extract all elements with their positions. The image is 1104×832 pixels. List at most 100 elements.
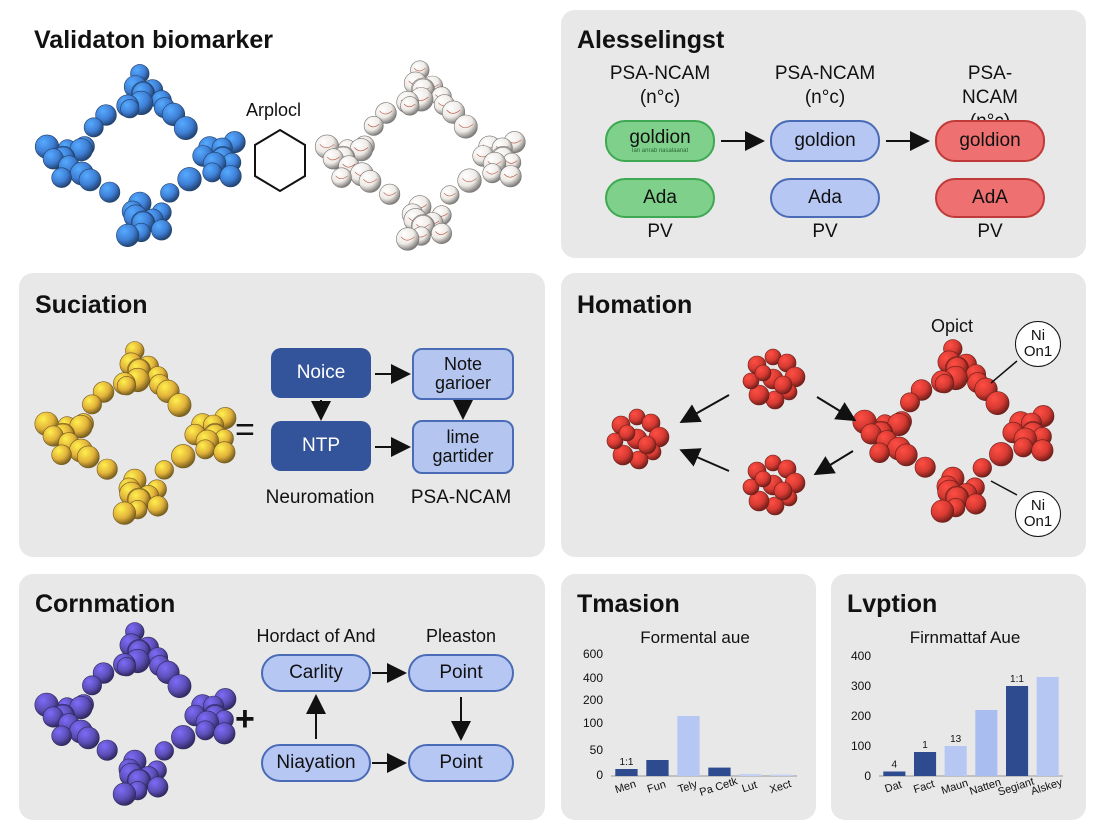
data-label: 1:1 — [620, 757, 634, 768]
bar — [708, 767, 731, 776]
node-point-bottom: Point — [408, 744, 514, 782]
y-tick-label: 100 — [583, 716, 603, 730]
x-tick-label: Dat — [883, 779, 903, 796]
x-tick-label: Alskey — [1030, 776, 1065, 798]
reaction-arrows — [679, 360, 1018, 496]
top-pill: goldion — [770, 120, 880, 162]
node-noice: Noice — [271, 348, 371, 398]
node-point-top: Point — [408, 654, 514, 692]
bar — [739, 774, 762, 776]
y-tick-label: 0 — [596, 768, 603, 782]
column-footer: PV — [647, 221, 673, 242]
purple-molecule-icon — [34, 622, 237, 806]
node-ntp: NTP — [271, 421, 371, 471]
bar — [770, 774, 793, 776]
bar — [677, 716, 700, 776]
y-tick-label: 200 — [851, 709, 871, 723]
opict-label: Opict — [931, 316, 974, 336]
callout-bottom: Ni On1 — [1015, 491, 1061, 537]
red-molecule-small-top-icon — [742, 348, 806, 410]
white-molecule-icon — [314, 60, 526, 251]
x-tick-label: Fact — [912, 778, 936, 796]
column-footer: PV — [812, 221, 838, 242]
panel-title: Homation — [577, 291, 693, 319]
bar — [944, 746, 967, 776]
callout-top: Ni On1 — [1015, 321, 1061, 367]
x-tick-label: Men — [614, 778, 638, 796]
bar-chart-lvption: 40030020010004Dat1Fact13MaunNatten1:1Seg… — [851, 649, 1065, 799]
data-label: 13 — [950, 734, 962, 745]
label-neuromation: Neuromation — [265, 487, 375, 508]
flow-arrows — [311, 364, 473, 457]
bottom-pill: Ada — [770, 178, 880, 218]
node-niayation: Niayation — [261, 744, 371, 782]
top-pill-subtext: Ian anrab nasalaanat — [631, 148, 689, 155]
bar — [1006, 686, 1029, 776]
column-header: PSA-NCAM (n°c) — [774, 63, 876, 108]
blue-molecule-icon — [34, 64, 246, 247]
y-tick-label: 50 — [590, 743, 604, 757]
panel-validation: Validaton biomarker Arplocl — [18, 18, 548, 258]
panel-homation: Homation Opict Ni On1 Ni On1 — [561, 273, 1086, 557]
top-pill-label: goldion — [959, 130, 1021, 152]
node-carlity: Carlity — [261, 654, 371, 692]
y-tick-label: 400 — [851, 649, 871, 663]
red-molecule-small-bottom-icon — [742, 454, 806, 516]
panel-title: Suciation — [35, 291, 148, 319]
top-pill-label: goldion — [629, 126, 691, 148]
x-tick-label: Tely — [676, 778, 699, 796]
panel-cornmation: Cornmation + Hordact of And Pleaston Car… — [19, 574, 545, 820]
gold-molecule-icon — [34, 341, 237, 525]
bottom-pill: Ada — [605, 178, 715, 218]
bar — [646, 760, 669, 776]
hexagon-ring-icon — [254, 128, 306, 193]
plus-sign: + — [235, 700, 255, 738]
x-tick-label: Maun — [940, 777, 970, 797]
panel-title: Tmasion — [577, 590, 680, 618]
y-tick-label: 300 — [851, 679, 871, 693]
data-label: 4 — [892, 760, 898, 771]
node-note: Note garioer — [412, 348, 514, 400]
bar — [975, 710, 998, 776]
label-psa-ncam: PSA-NCAM — [410, 487, 512, 508]
top-pill-label: goldion — [794, 130, 856, 152]
y-tick-label: 600 — [583, 647, 603, 661]
flow-arrows-cornmation — [306, 663, 471, 773]
bar — [914, 752, 937, 776]
header-right: Pleaston — [425, 626, 497, 646]
x-tick-label: Xect — [768, 778, 793, 796]
column-footer: PV — [977, 221, 1003, 242]
column-header: PSA-NCAM (n°c) — [609, 63, 711, 108]
y-tick-label: 0 — [864, 769, 871, 783]
top-pill: goldion — [935, 120, 1045, 162]
bar — [615, 769, 638, 776]
y-tick-label: 100 — [851, 739, 871, 753]
bar — [1036, 677, 1059, 776]
panel-title: Cornmation — [35, 590, 176, 618]
x-tick-label: Fun — [646, 779, 668, 796]
panel-title: Lvption — [847, 590, 938, 618]
y-tick-label: 200 — [583, 693, 603, 707]
assessment-arrows — [721, 131, 930, 151]
equals-sign: = — [235, 411, 255, 449]
red-molecule-small-left-icon — [606, 408, 670, 470]
node-time: lime gartider — [412, 420, 514, 474]
panel-suciation: Suciation = Noice NTP Note garioer lime … — [19, 273, 545, 557]
panel-title: Alesselingst — [577, 26, 725, 54]
x-tick-label: Pa Cetk — [698, 775, 739, 799]
y-tick-label: 400 — [583, 671, 603, 685]
chart-title: Formental aue — [640, 628, 750, 647]
panel-tmasion: Tmasion Formental aue 600 400 200 100 50 0 1:1… — [561, 574, 816, 820]
data-label: 1:1 — [1010, 674, 1024, 685]
red-molecule-large-icon — [852, 339, 1055, 523]
chart-title: Firnmattaf Aue — [909, 628, 1021, 647]
bottom-pill: AdA — [935, 178, 1045, 218]
header-left: Hordact of And — [256, 626, 376, 646]
bar — [883, 771, 906, 776]
data-label: 1 — [922, 740, 928, 751]
panel-title: Validaton biomarker — [34, 26, 273, 54]
